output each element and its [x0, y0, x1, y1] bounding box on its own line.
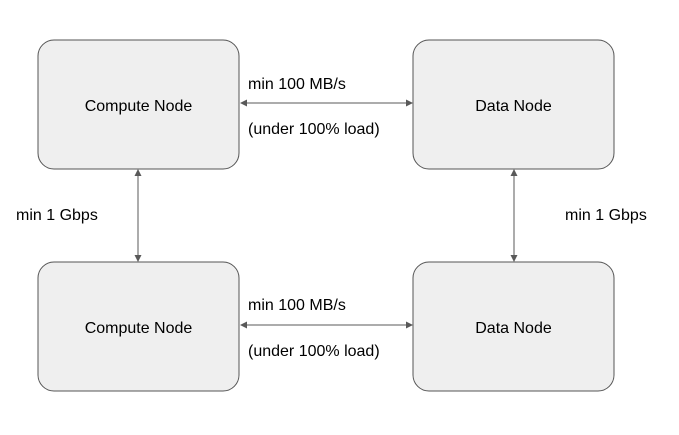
node-box	[412, 39, 615, 170]
node-label: Data Node	[475, 98, 552, 115]
link-bandwidth-label: min 100 MB/s	[248, 297, 346, 314]
arrow-head-left	[240, 99, 247, 107]
node-box	[412, 261, 615, 392]
link-condition-label: (under 100% load)	[248, 343, 380, 360]
link-data-data: min 1 Gbps	[510, 169, 647, 262]
arrow-head-down	[510, 255, 518, 262]
arrow-head-left	[240, 321, 247, 329]
node-label: Data Node	[475, 320, 552, 337]
node-box	[37, 39, 240, 170]
link-condition-label: (under 100% load)	[248, 121, 380, 138]
node-compute-bottom: Compute Node	[37, 261, 240, 392]
link-bandwidth-label: min 1 Gbps	[565, 207, 647, 224]
link-compute-data-top: min 100 MB/s (under 100% load)	[240, 76, 413, 138]
link-compute-data-bottom: min 100 MB/s (under 100% load)	[240, 297, 413, 360]
node-box	[37, 261, 240, 392]
link-compute-compute: min 1 Gbps	[16, 169, 142, 262]
link-bandwidth-label: min 1 Gbps	[16, 207, 98, 224]
arrow-head-down	[134, 255, 142, 262]
arrow-head-right	[406, 99, 413, 107]
node-data-bottom: Data Node	[412, 261, 615, 392]
link-bandwidth-label: min 100 MB/s	[248, 76, 346, 93]
node-compute-top: Compute Node	[37, 39, 240, 170]
arrow-head-up	[134, 169, 142, 176]
arrow-head-up	[510, 169, 518, 176]
node-label: Compute Node	[85, 320, 193, 337]
node-data-top: Data Node	[412, 39, 615, 170]
node-label: Compute Node	[85, 98, 193, 115]
arrow-head-right	[406, 321, 413, 329]
